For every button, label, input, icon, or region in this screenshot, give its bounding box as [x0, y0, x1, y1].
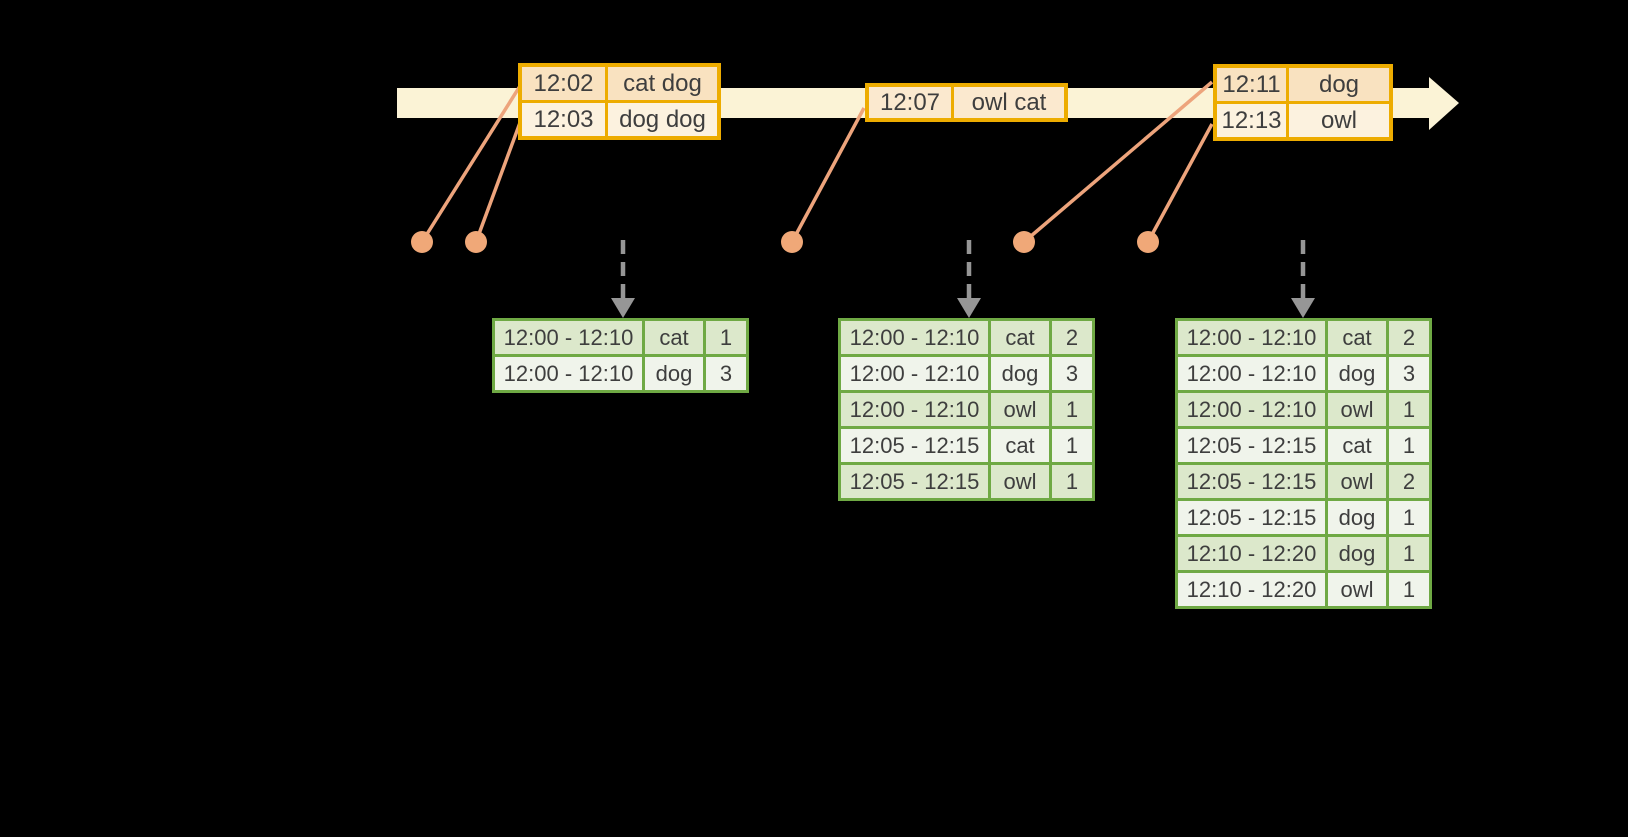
- count-cell: 1: [1052, 429, 1092, 462]
- window-cell: 12:00 - 12:10: [841, 321, 988, 354]
- window-cell: 12:05 - 12:15: [841, 465, 988, 498]
- trigger-arrow: [957, 240, 981, 318]
- word-cell: cat: [1328, 321, 1386, 354]
- count-cell: 1: [1389, 537, 1429, 570]
- count-cell: 2: [1389, 465, 1429, 498]
- word-cell: dog: [1328, 501, 1386, 534]
- count-cell: 1: [1052, 465, 1092, 498]
- event-connector-line: [474, 119, 523, 243]
- window-cell: 12:10 - 12:20: [1178, 537, 1325, 570]
- word-cell: dog: [645, 357, 703, 390]
- event-words-cell: owl cat: [954, 87, 1064, 118]
- count-cell: 3: [1389, 357, 1429, 390]
- window-cell: 12:00 - 12:10: [1178, 321, 1325, 354]
- event-connector-line: [790, 107, 866, 243]
- word-cell: cat: [991, 429, 1049, 462]
- window-cell: 12:00 - 12:10: [841, 357, 988, 390]
- event-connector-line: [420, 85, 522, 243]
- word-cell: cat: [991, 321, 1049, 354]
- window-cell: 12:05 - 12:15: [841, 429, 988, 462]
- window-cell: 12:00 - 12:10: [841, 393, 988, 426]
- event-dot: [411, 231, 433, 253]
- count-cell: 1: [1389, 393, 1429, 426]
- word-cell: owl: [991, 465, 1049, 498]
- window-cell: 12:00 - 12:10: [1178, 393, 1325, 426]
- arrow-down-icon: [957, 298, 981, 318]
- event-dot: [1137, 231, 1159, 253]
- word-cell: dog: [991, 357, 1049, 390]
- word-cell: cat: [645, 321, 703, 354]
- event-dot: [465, 231, 487, 253]
- word-cell: owl: [991, 393, 1049, 426]
- event-time-cell: 12:03: [522, 103, 605, 136]
- arrow-down-icon: [1291, 298, 1315, 318]
- count-cell: 2: [1389, 321, 1429, 354]
- arrow-down-icon: [611, 298, 635, 318]
- event-time-cell: 12:02: [522, 67, 605, 100]
- event-time-cell: 12:13: [1217, 104, 1286, 137]
- count-cell: 3: [1052, 357, 1092, 390]
- word-cell: dog: [1328, 537, 1386, 570]
- event-time-cell: 12:11: [1217, 68, 1286, 101]
- trigger-arrow: [611, 240, 635, 318]
- event-words-cell: owl: [1289, 104, 1389, 137]
- word-cell: cat: [1328, 429, 1386, 462]
- word-cell: owl: [1328, 465, 1386, 498]
- event-dot: [1013, 231, 1035, 253]
- word-cell: owl: [1328, 393, 1386, 426]
- event-words-cell: dog dog: [608, 103, 717, 136]
- window-cell: 12:10 - 12:20: [1178, 573, 1325, 606]
- word-cell: dog: [1328, 357, 1386, 390]
- window-cell: 12:05 - 12:15: [1178, 501, 1325, 534]
- count-cell: 3: [706, 357, 746, 390]
- count-cell: 1: [1052, 393, 1092, 426]
- event-words-cell: cat dog: [608, 67, 717, 100]
- count-cell: 1: [706, 321, 746, 354]
- trigger-arrow: [1291, 240, 1315, 318]
- window-cell: 12:05 - 12:15: [1178, 465, 1325, 498]
- word-cell: owl: [1328, 573, 1386, 606]
- event-dot: [781, 231, 803, 253]
- event-connector-line: [1146, 123, 1214, 243]
- event-words-cell: dog: [1289, 68, 1389, 101]
- count-cell: 1: [1389, 573, 1429, 606]
- timeline-arrowhead-icon: [1429, 77, 1459, 130]
- count-cell: 2: [1052, 321, 1092, 354]
- window-cell: 12:00 - 12:10: [1178, 357, 1325, 390]
- count-cell: 1: [1389, 429, 1429, 462]
- count-cell: 1: [1389, 501, 1429, 534]
- window-cell: 12:00 - 12:10: [495, 321, 642, 354]
- window-cell: 12:00 - 12:10: [495, 357, 642, 390]
- window-cell: 12:05 - 12:15: [1178, 429, 1325, 462]
- event-time-cell: 12:07: [869, 87, 951, 118]
